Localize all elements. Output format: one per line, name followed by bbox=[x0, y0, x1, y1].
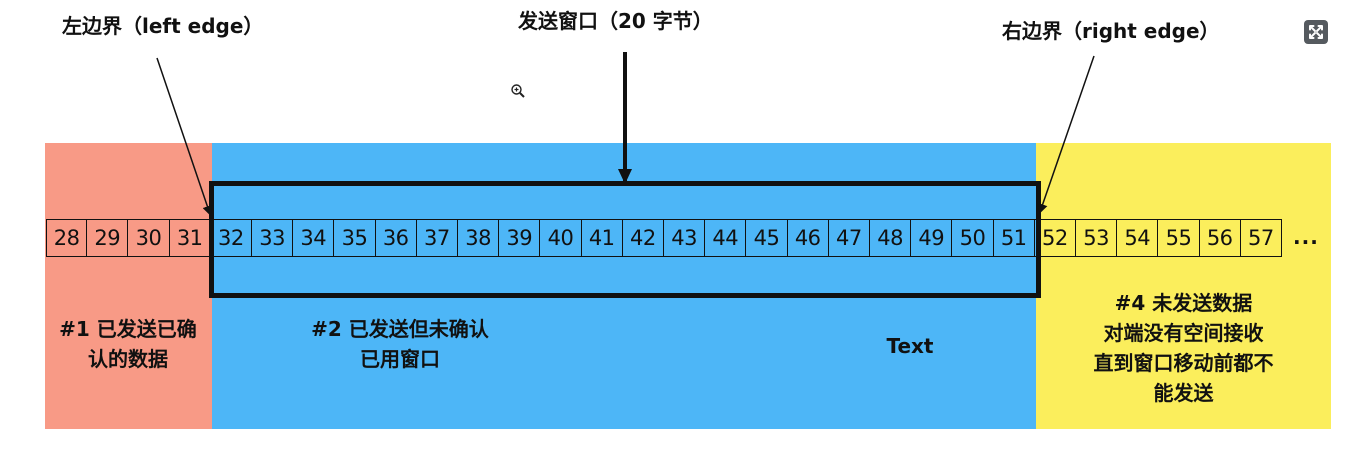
region-2-label-line2: 已用窗口 bbox=[360, 347, 440, 371]
sequence-cell-50: 50 bbox=[952, 219, 994, 257]
sequence-cell-38: 38 bbox=[458, 219, 500, 257]
sequence-cell-49: 49 bbox=[911, 219, 953, 257]
sequence-cell-37: 37 bbox=[416, 219, 458, 257]
sequence-cell-45: 45 bbox=[746, 219, 788, 257]
text-label: Text bbox=[886, 334, 934, 358]
sequence-cell-42: 42 bbox=[622, 219, 664, 257]
sequence-cell-29: 29 bbox=[87, 219, 129, 257]
sequence-cell-33: 33 bbox=[252, 219, 294, 257]
sequence-cell-48: 48 bbox=[870, 219, 912, 257]
sequence-cell-39: 39 bbox=[499, 219, 541, 257]
sequence-cell-41: 41 bbox=[581, 219, 623, 257]
sequence-cell-51: 51 bbox=[993, 219, 1035, 257]
region-1-label-line1: #1 已发送已确 bbox=[59, 317, 197, 341]
region-sent-acknowledged bbox=[45, 143, 212, 429]
expand-icon[interactable] bbox=[1304, 20, 1328, 44]
window-label: 发送窗口（20 字节） bbox=[518, 9, 713, 33]
region-4-label-line3: 直到窗口移动前都不 bbox=[1093, 351, 1274, 375]
zoom-in-icon[interactable] bbox=[510, 83, 526, 103]
sequence-ellipsis: ... bbox=[1293, 225, 1319, 249]
region-sent-unacknowledged bbox=[212, 143, 1036, 429]
sequence-cell-40: 40 bbox=[540, 219, 582, 257]
right-edge-arrow bbox=[1037, 55, 1095, 214]
region-2-label: #2 已发送但未确认 已用窗口 bbox=[290, 314, 510, 374]
sequence-cell-43: 43 bbox=[664, 219, 706, 257]
sequence-cell-35: 35 bbox=[334, 219, 376, 257]
sequence-cell-56: 56 bbox=[1199, 219, 1241, 257]
region-4-label: #4 未发送数据 对端没有空间接收 直到窗口移动前都不 能发送 bbox=[1046, 288, 1321, 408]
sequence-cell-52: 52 bbox=[1034, 219, 1076, 257]
sequence-cell-28: 28 bbox=[46, 219, 88, 257]
sequence-cell-30: 30 bbox=[128, 219, 170, 257]
sequence-cell-44: 44 bbox=[705, 219, 747, 257]
region-1-label: #1 已发送已确 认的数据 bbox=[48, 314, 208, 374]
left-edge-arrow bbox=[156, 57, 213, 216]
sequence-cell-46: 46 bbox=[787, 219, 829, 257]
sequence-cell-47: 47 bbox=[828, 219, 870, 257]
sequence-cell-57: 57 bbox=[1240, 219, 1282, 257]
sequence-cell-54: 54 bbox=[1117, 219, 1159, 257]
region-4-label-line2: 对端没有空间接收 bbox=[1103, 321, 1264, 345]
sequence-cell-36: 36 bbox=[375, 219, 417, 257]
region-1-label-line2: 认的数据 bbox=[88, 347, 168, 371]
left-edge-label: 左边界（left edge） bbox=[62, 14, 264, 38]
sequence-cell-31: 31 bbox=[169, 219, 211, 257]
region-4-label-line1: #4 未发送数据 bbox=[1114, 291, 1253, 315]
sequence-cell-34: 34 bbox=[293, 219, 335, 257]
sequence-cell-55: 55 bbox=[1158, 219, 1200, 257]
region-not-sent bbox=[1036, 143, 1331, 429]
region-4-label-line4: 能发送 bbox=[1153, 381, 1214, 405]
region-2-label-line1: #2 已发送但未确认 bbox=[311, 317, 489, 341]
right-edge-label: 右边界（right edge） bbox=[1002, 19, 1220, 43]
sequence-cell-32: 32 bbox=[210, 219, 252, 257]
sequence-cell-53: 53 bbox=[1076, 219, 1118, 257]
